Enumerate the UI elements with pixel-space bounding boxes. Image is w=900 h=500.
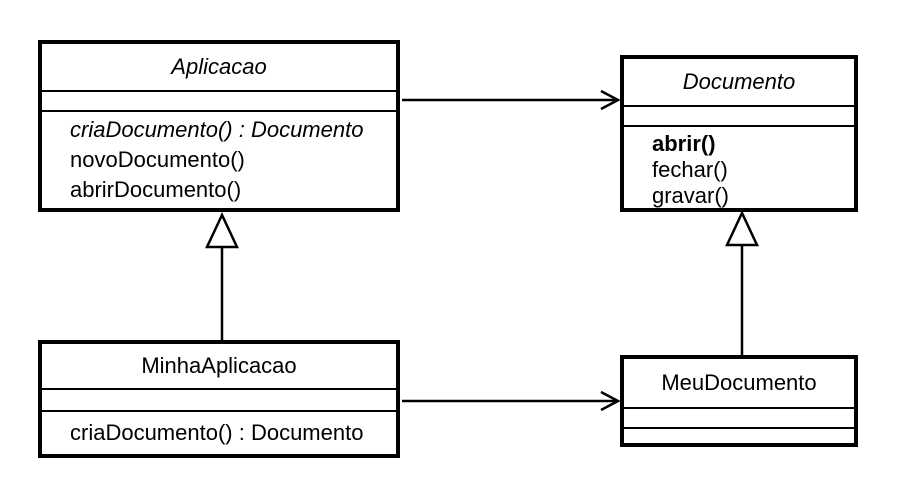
methods-compartment: criaDocumento() : Documento (42, 410, 396, 454)
class-name: MinhaAplicacao (141, 353, 297, 378)
method: fechar() (652, 157, 728, 182)
attributes-compartment (42, 90, 396, 110)
methods-compartment (624, 427, 854, 443)
method: criaDocumento() : Documento (70, 117, 364, 142)
attributes-compartment (624, 105, 854, 125)
methods-compartment: abrir() fechar() gravar() (624, 125, 854, 209)
class-name: Documento (682, 69, 796, 94)
class-box-minhaaplicacao: MinhaAplicacao criaDocumento() : Documen… (38, 340, 400, 458)
open-arrowhead-icon (600, 390, 621, 412)
open-arrowhead-icon (600, 89, 621, 111)
association-arrow-minhaaplicacao-to-meudocumento (402, 390, 621, 412)
generalization-minhaaplicacao-to-aplicacao (205, 212, 239, 340)
hollow-triangle-icon (725, 210, 759, 247)
method: abrirDocumento() (70, 177, 242, 202)
attributes-compartment (42, 388, 396, 410)
methods-compartment: criaDocumento() : Documento novoDocument… (42, 110, 396, 208)
method: abrir() (652, 131, 716, 156)
attributes-compartment (624, 407, 854, 427)
class-name: MeuDocumento (661, 370, 817, 395)
class-name: Aplicacao (171, 54, 267, 79)
hollow-triangle-icon (205, 212, 239, 249)
class-box-documento: Documento abrir() fechar() gravar() (620, 55, 858, 212)
class-box-meudocumento: MeuDocumento (620, 355, 858, 447)
generalization-meudocumento-to-documento (725, 210, 759, 356)
method: gravar() (652, 183, 730, 208)
class-box-aplicacao: Aplicacao criaDocumento() : Documento no… (38, 40, 400, 212)
method: criaDocumento() : Documento (70, 420, 364, 445)
association-arrow-aplicacao-to-documento (402, 89, 621, 111)
method: novoDocumento() (70, 147, 245, 172)
